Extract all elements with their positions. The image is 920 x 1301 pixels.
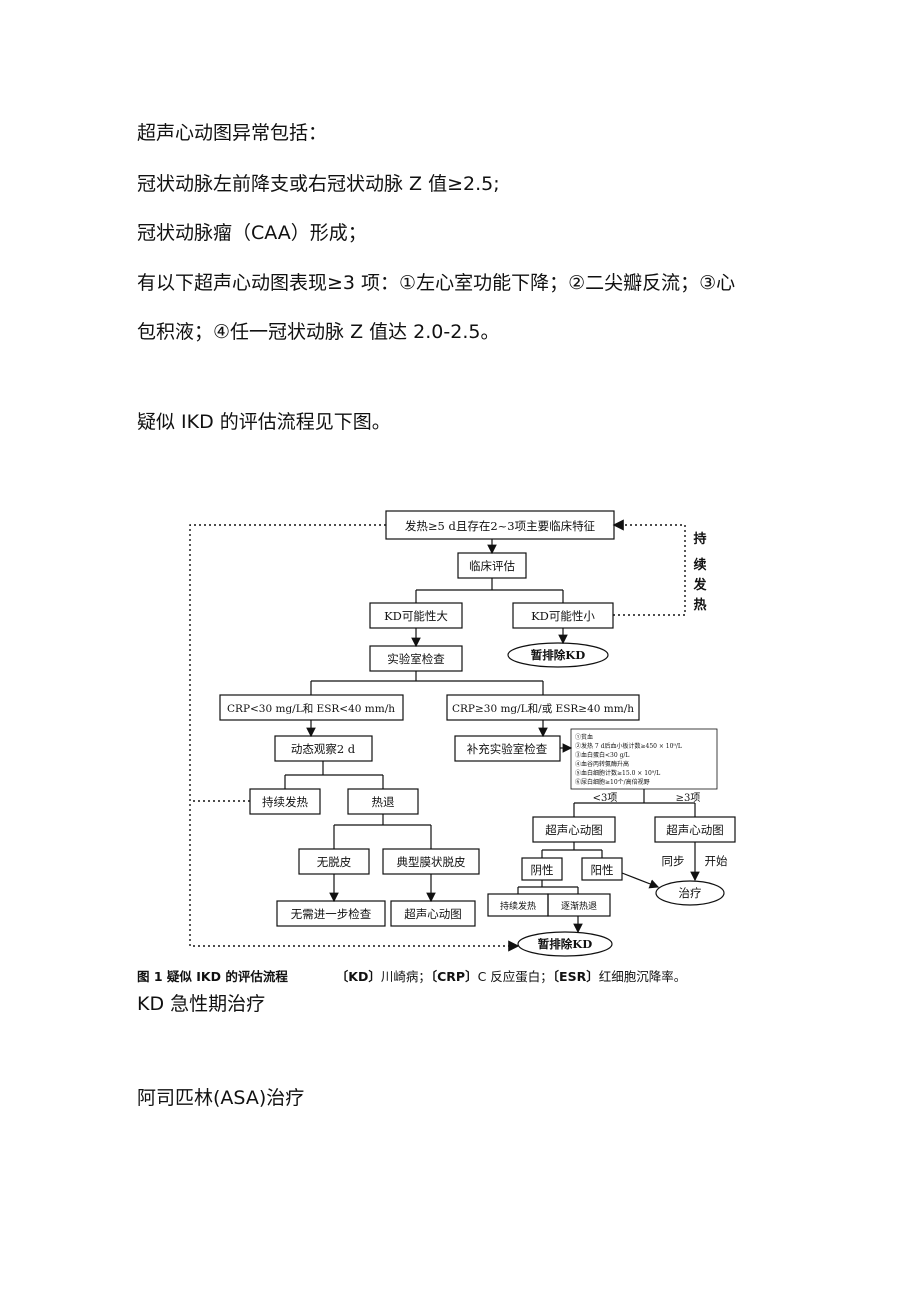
label-kd-unlikely: KD可能性小 [531, 609, 595, 623]
svg-text:发: 发 [692, 577, 707, 593]
paragraph-echo-criteria-2: 包积液；④任一冠状动脉 Z 值达 2.0-2.5。 [137, 321, 500, 343]
label-crp-high: CRP≥30 mg/L和/或 ESR≥40 mm/h [452, 703, 634, 715]
svg-text:续: 续 [693, 557, 706, 573]
criteria-item-6: ⑥尿白细胞≥10个/高倍视野 [575, 778, 650, 786]
ellipse-treatment [655, 880, 725, 906]
label-supp-lab: 补充实验室检查 [467, 742, 548, 756]
label-negative: 阴性 [531, 863, 554, 877]
label-ge3: ≥3项 [676, 792, 701, 804]
paragraph-flow-intro: 疑似 IKD 的评估流程见下图。 [137, 411, 391, 433]
label-treatment: 治疗 [679, 886, 702, 900]
caption-kd-def: 川崎病； [380, 969, 431, 984]
label-lab-test: 实验室检查 [387, 652, 445, 666]
criteria-item-3: ③血白蛋白<30 g/L [575, 751, 629, 759]
label-persist-fever: 持续发热 [262, 795, 308, 809]
svg-text:热: 热 [693, 597, 706, 613]
caption-crp-abbr: 〔CRP〕 [430, 969, 478, 984]
label-lt3: <3项 [593, 792, 618, 804]
label-kd-likely: KD可能性大 [384, 609, 448, 623]
label-positive: 阳性 [591, 863, 614, 877]
label-no-further: 无需进一步检查 [291, 907, 372, 921]
criteria-item-4: ④血谷丙转氨酶升高 [575, 760, 629, 768]
caption-crp-def: C 反应蛋白； [477, 969, 553, 984]
caption-esr-def: 红细胞沉降率。 [598, 969, 687, 984]
criteria-item-2: ②发热 7 d后血小板计数≥450 × 10⁹/L [575, 742, 682, 750]
label-rule-out-2: 暂排除KD [538, 937, 592, 951]
svg-text:持: 持 [693, 531, 706, 547]
label-fever-down: 热退 [372, 795, 395, 809]
criteria-item-5: ⑤血白细胞计数≥15.0 × 10⁹/L [575, 769, 660, 777]
label-persist-fever-small: 持续发热 [500, 900, 536, 912]
criteria-item-1: ①贫血 [575, 733, 593, 741]
ellipse-rule-out-1 [507, 642, 609, 668]
heading-kd-acute-treatment: KD 急性期治疗 [137, 993, 266, 1015]
label-sync: 同步 [662, 854, 685, 868]
label-gradual-fever-down: 逐渐热退 [561, 900, 597, 912]
label-echo-1: 超声心动图 [545, 823, 603, 837]
label-start: 发热≥5 d且存在2~3项主要临床特征 [405, 519, 596, 533]
figure-caption: 图 1 疑似 IKD 的评估流程 〔KD〕川崎病；〔CRP〕C 反应蛋白；〔ES… [137, 966, 686, 985]
label-start-treatment: 开始 [705, 854, 728, 868]
label-no-peel: 无脱皮 [317, 855, 352, 869]
paragraph-caa: 冠状动脉瘤（CAA）形成； [137, 222, 367, 244]
paragraph-echo-abnormal: 超声心动图异常包括： [137, 122, 328, 144]
caption-kd-abbr: 〔KD〕 [335, 969, 381, 984]
label-typical-peel: 典型膜状脱皮 [397, 855, 466, 869]
paragraph-echo-criteria-1: 有以下超声心动图表现≥3 项：①左心室功能下降；②二尖瓣反流；③心 [137, 272, 736, 294]
label-echo-2: 超声心动图 [666, 823, 724, 837]
caption-fig-title: 图 1 疑似 IKD 的评估流程 [137, 969, 288, 984]
label-clinical-eval: 临床评估 [469, 559, 515, 573]
ikd-evaluation-flowchart: 发热≥5 d且存在2~3项主要临床特征 临床评估 KD可能性大 KD可能性小 暂… [189, 510, 736, 957]
caption-esr-abbr: 〔ESR〕 [552, 969, 599, 984]
heading-asa-treatment: 阿司匹林(ASA)治疗 [137, 1087, 305, 1109]
label-rule-out-1: 暂排除KD [531, 648, 585, 662]
box-gradual-fever-down [547, 893, 611, 917]
paragraph-coronary-z: 冠状动脉左前降支或右冠状动脉 Z 值≥2.5; [137, 173, 500, 195]
label-crp-low: CRP<30 mg/L和 ESR<40 mm/h [227, 703, 395, 715]
label-echo-3: 超声心动图 [404, 907, 462, 921]
label-observe: 动态观察2 d [291, 742, 356, 756]
